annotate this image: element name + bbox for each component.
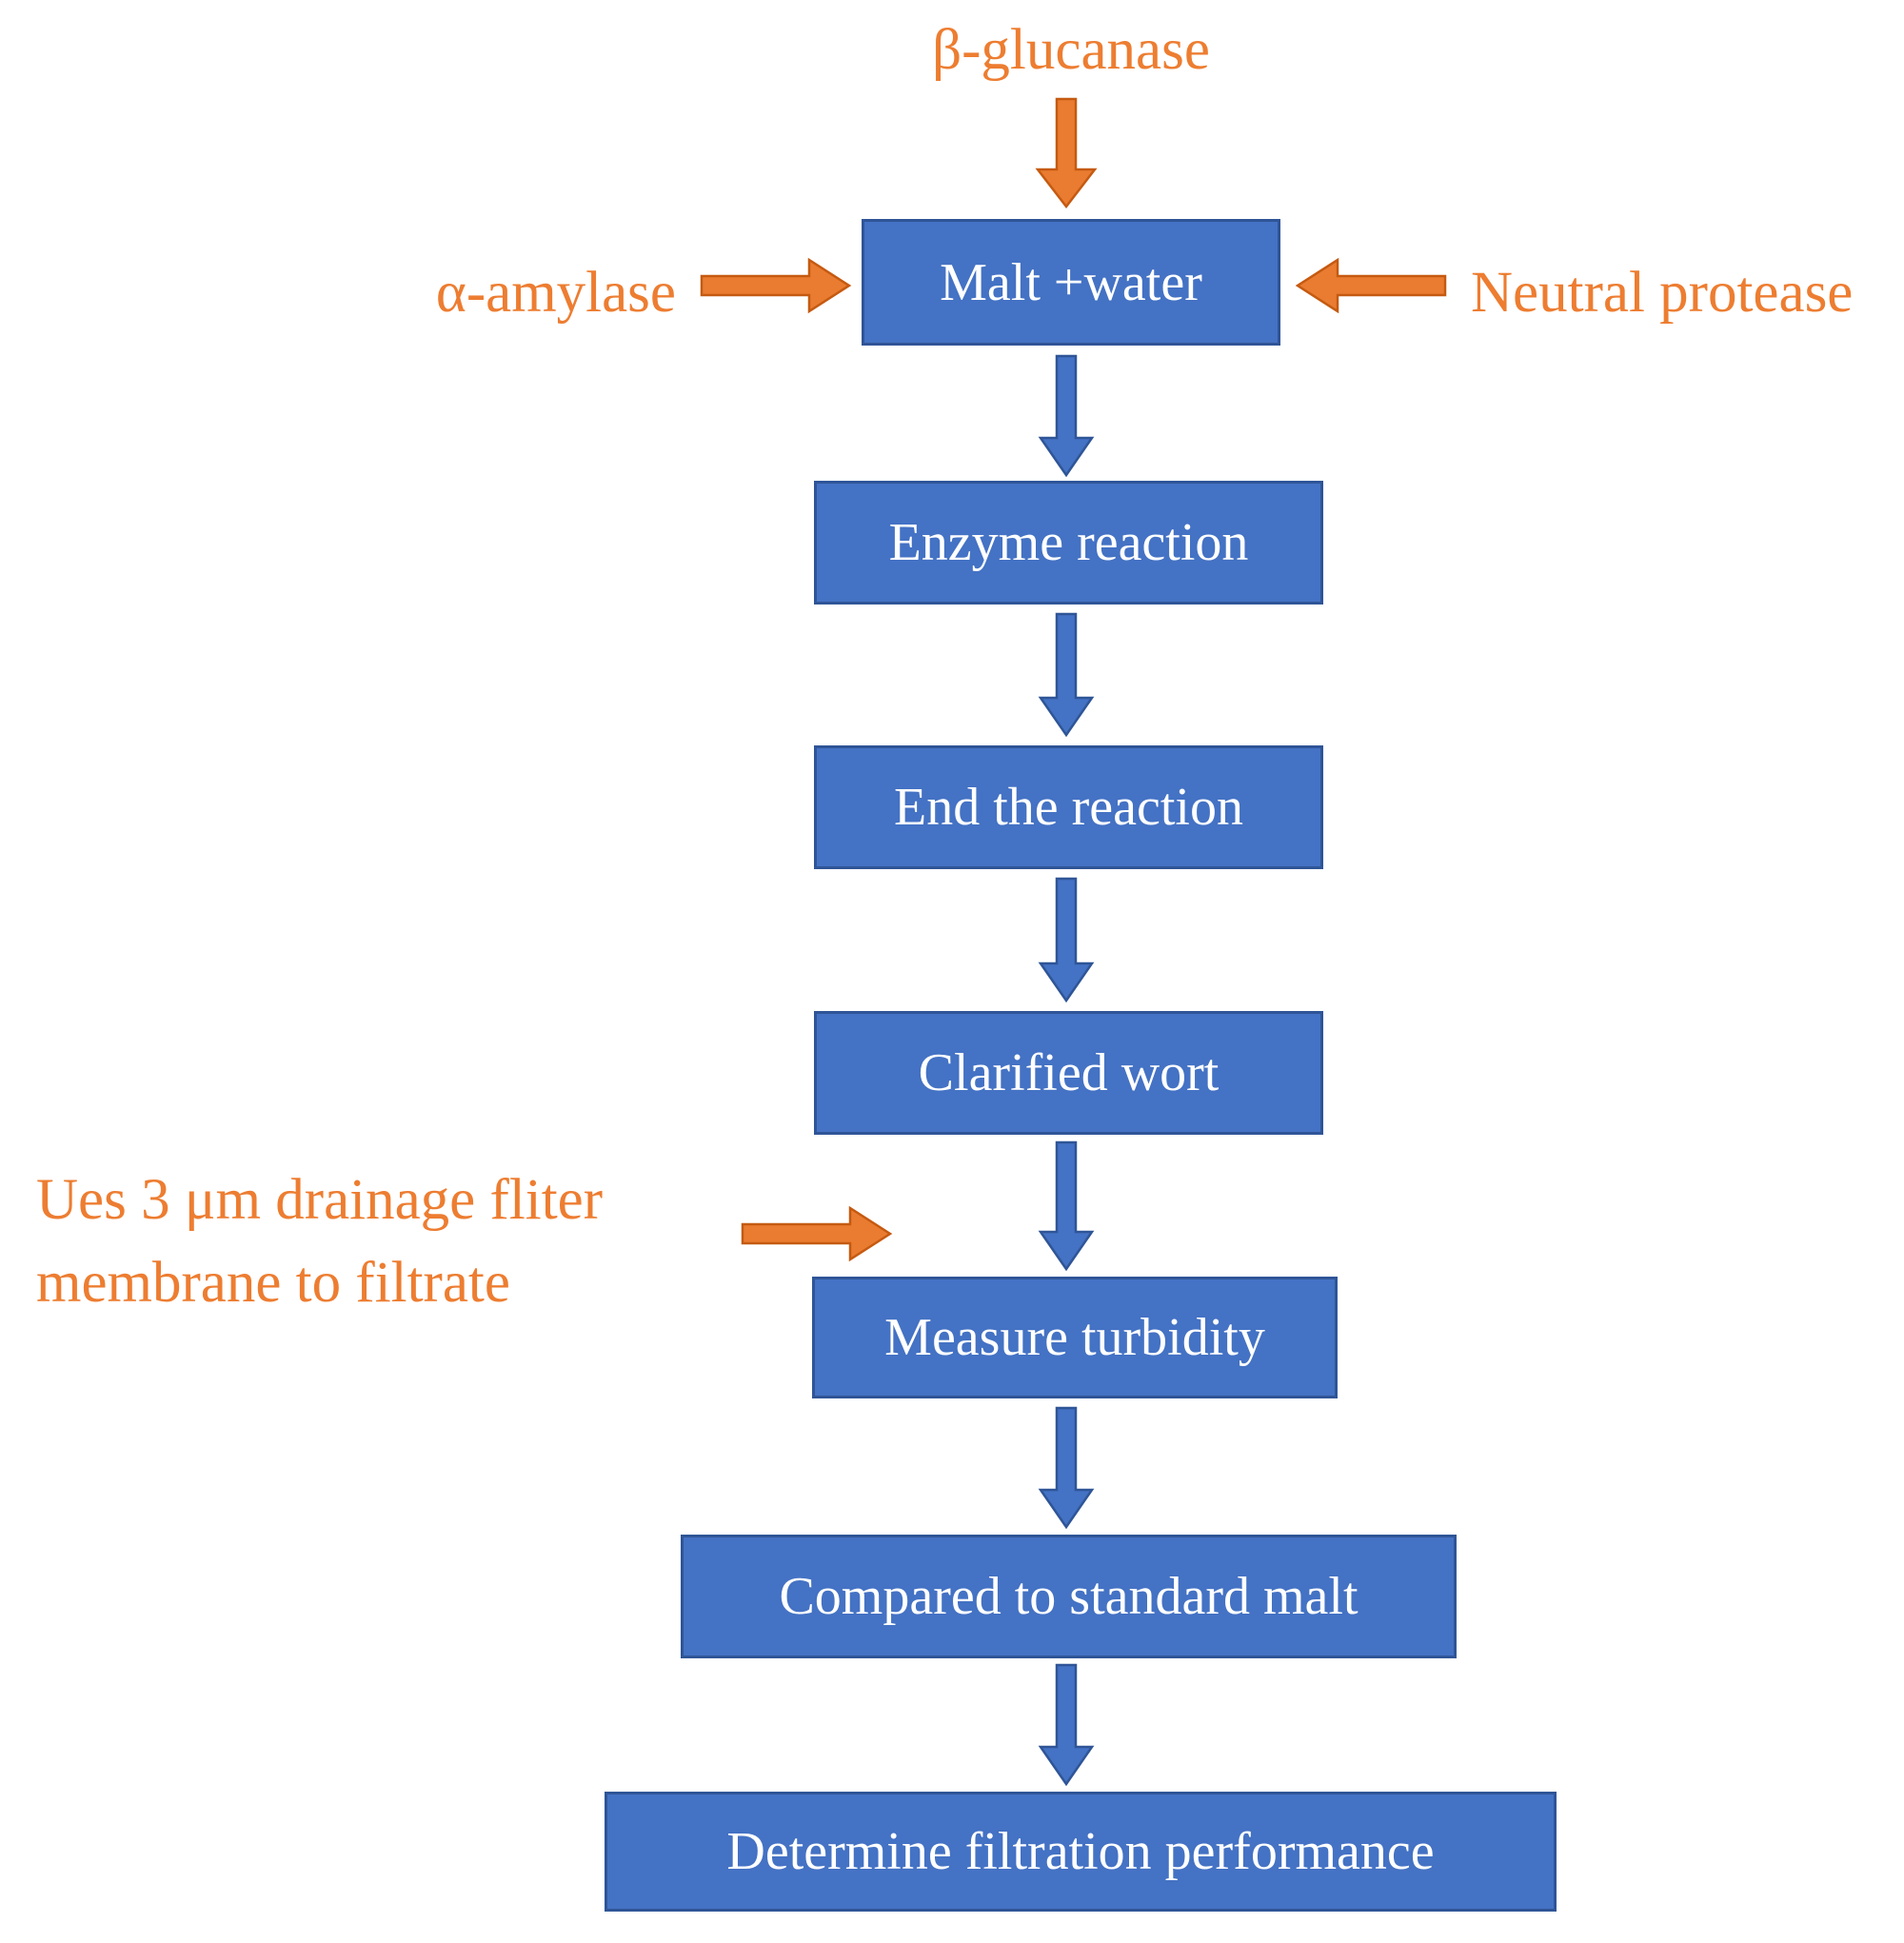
step-box-end-reaction: End the reaction bbox=[814, 745, 1323, 869]
neutral-protease-label: Neutral protease bbox=[1471, 261, 1854, 325]
step-box-malt-water: Malt +water bbox=[862, 219, 1280, 346]
step-label: Malt +water bbox=[940, 252, 1202, 312]
step-label: Determine filtration performance bbox=[726, 1822, 1435, 1881]
step-box-clarified-wort: Clarified wort bbox=[814, 1011, 1323, 1135]
beta-glucanase-arrow-down-icon bbox=[1035, 97, 1098, 209]
alpha-amylase-arrow-right-icon bbox=[700, 257, 852, 314]
flow-arrow-5-icon bbox=[1038, 1406, 1095, 1530]
flow-arrow-1-icon bbox=[1038, 354, 1095, 478]
filter-note-line1: Ues 3 μm drainage fliter bbox=[36, 1168, 604, 1232]
step-label: Clarified wort bbox=[918, 1043, 1220, 1102]
step-box-enzyme-reaction: Enzyme reaction bbox=[814, 481, 1323, 605]
flow-arrow-2-icon bbox=[1038, 612, 1095, 738]
flow-arrow-4-icon bbox=[1038, 1140, 1095, 1272]
step-box-measure-turbidity: Measure turbidity bbox=[812, 1277, 1338, 1398]
step-box-determine-filtration-performance: Determine filtration performance bbox=[605, 1792, 1557, 1912]
filter-note-line2: membrane to filtrate bbox=[36, 1250, 510, 1315]
filter-note-arrow-right-icon bbox=[741, 1205, 893, 1262]
step-label: Compared to standard malt bbox=[779, 1567, 1359, 1626]
flow-arrow-3-icon bbox=[1038, 877, 1095, 1003]
step-label: End the reaction bbox=[894, 778, 1243, 837]
step-label: Measure turbidity bbox=[884, 1308, 1265, 1367]
step-label: Enzyme reaction bbox=[888, 513, 1249, 572]
filter-note-label: Ues 3 μm drainage fliter membrane to fil… bbox=[36, 1160, 703, 1324]
neutral-protease-arrow-left-icon bbox=[1295, 257, 1447, 314]
step-box-compared-standard-malt: Compared to standard malt bbox=[681, 1535, 1457, 1658]
beta-glucanase-label: β-glucanase bbox=[932, 18, 1210, 82]
alpha-amylase-label: α-amylase bbox=[435, 261, 676, 325]
flow-arrow-6-icon bbox=[1038, 1663, 1095, 1787]
